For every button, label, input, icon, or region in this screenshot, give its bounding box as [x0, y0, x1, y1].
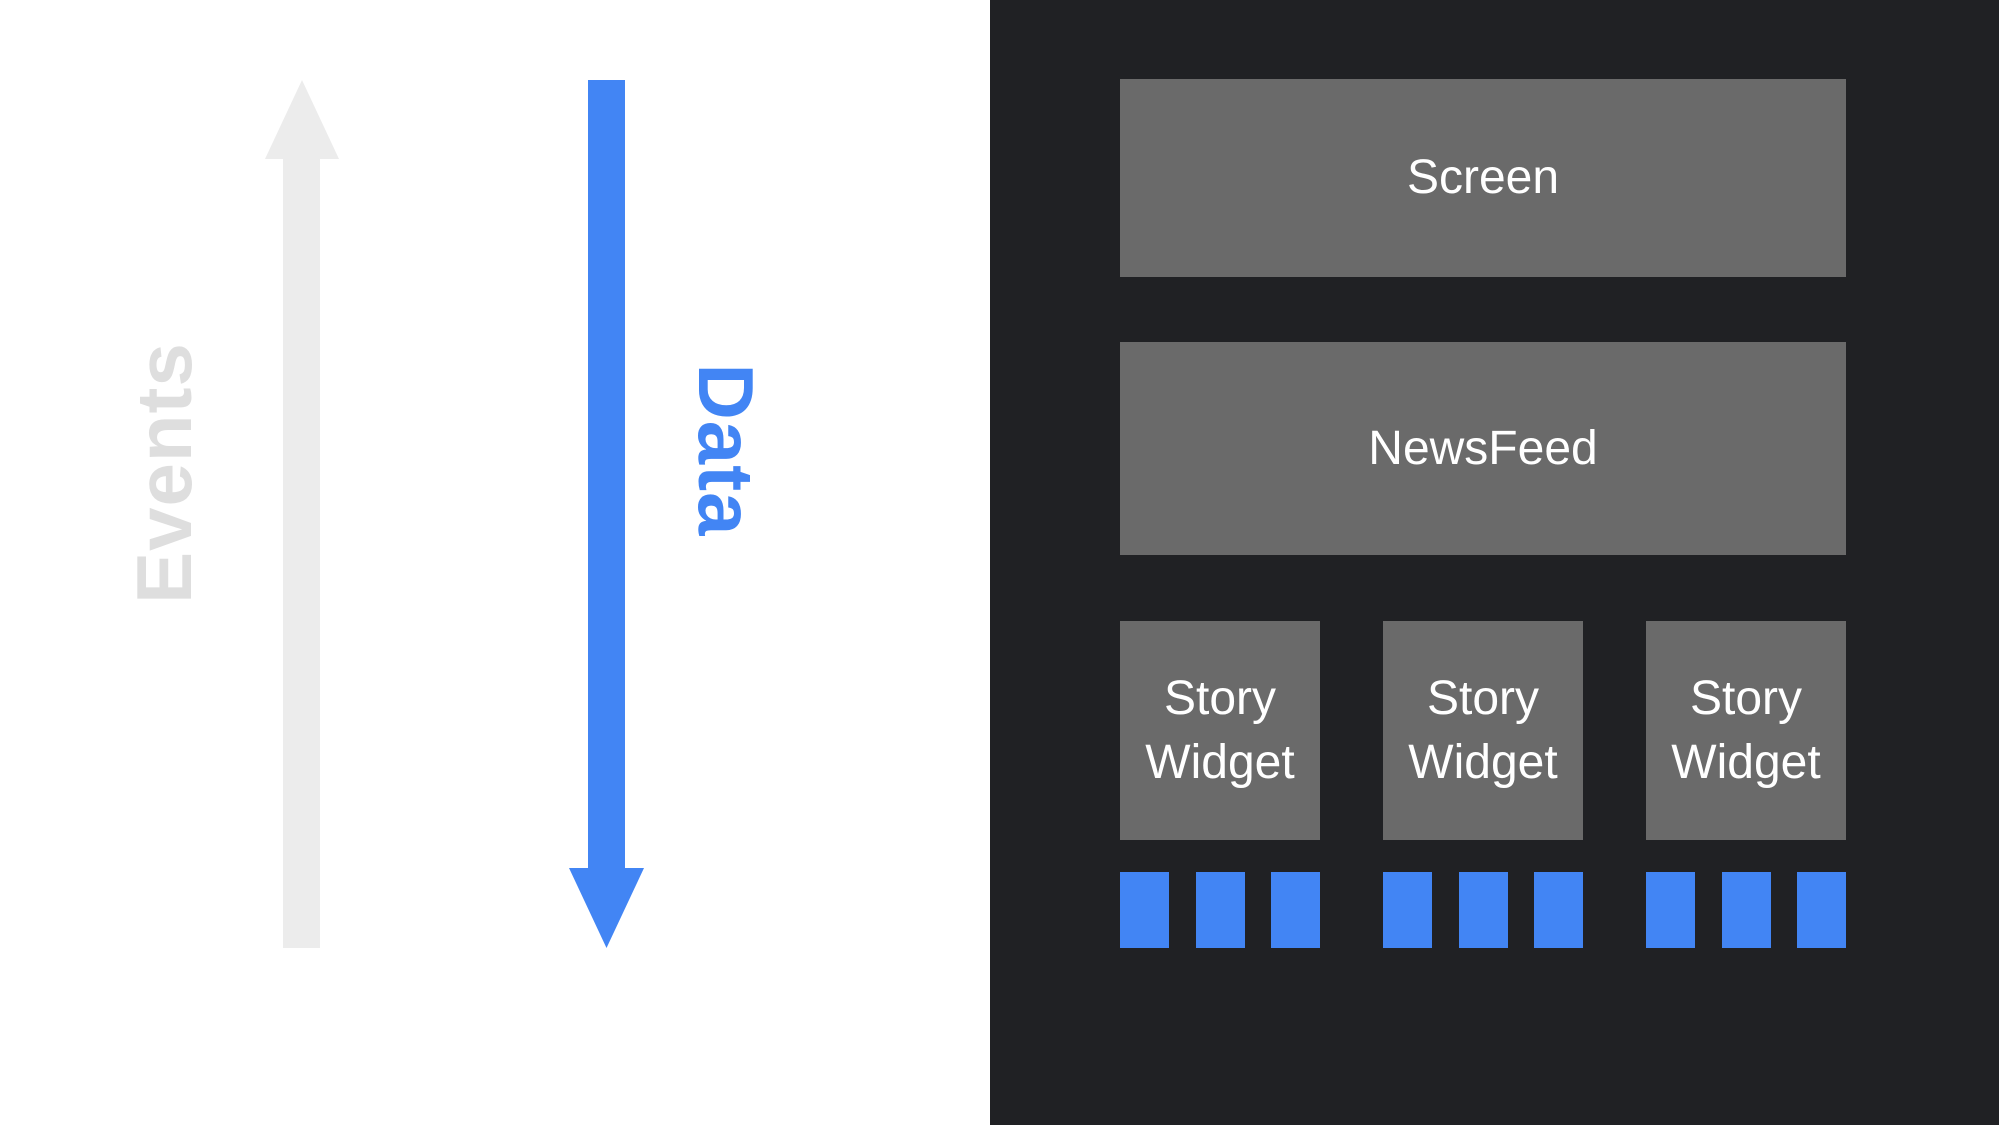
- data-block: [1271, 872, 1320, 948]
- story-widget-label: Story Widget: [1145, 671, 1295, 789]
- down-arrowhead-icon: [569, 868, 644, 948]
- up-arrowhead-icon: [265, 80, 339, 159]
- story-widget-blocks: [1120, 872, 1320, 948]
- newsfeed-box: NewsFeed: [1120, 342, 1846, 555]
- flow-panel: Events Data: [0, 0, 990, 1125]
- data-block: [1534, 872, 1583, 948]
- data-label: Data: [682, 363, 770, 537]
- story-item-blocks-row: [1120, 872, 1846, 948]
- story-widget-blocks: [1646, 872, 1846, 948]
- data-block: [1195, 872, 1245, 948]
- data-down-arrow: [569, 80, 644, 948]
- data-block: [1797, 872, 1846, 948]
- story-widget-box: Story Widget: [1646, 621, 1846, 840]
- data-block: [1383, 872, 1432, 948]
- story-widget-label: Story Widget: [1671, 671, 1821, 789]
- story-widget-row: Story Widget Story Widget Story Widget: [1120, 621, 1846, 840]
- data-block: [1646, 872, 1695, 948]
- story-widget-label: Story Widget: [1408, 671, 1558, 789]
- story-widget-box: Story Widget: [1383, 621, 1583, 840]
- data-block: [1458, 872, 1508, 948]
- screen-box: Screen: [1120, 79, 1846, 277]
- data-block: [1120, 872, 1169, 948]
- events-up-arrow: [265, 80, 339, 948]
- newsfeed-box-label: NewsFeed: [1368, 421, 1598, 475]
- events-label: Events: [120, 342, 208, 604]
- down-arrow-shaft: [588, 80, 625, 869]
- screen-box-label: Screen: [1406, 151, 1560, 205]
- story-widget-blocks: [1383, 872, 1583, 948]
- data-block: [1721, 872, 1771, 948]
- story-widget-box: Story Widget: [1120, 621, 1320, 840]
- widget-tree-panel: Screen NewsFeed Story Widget Story Widge…: [990, 0, 1999, 1125]
- up-arrow-shaft: [283, 158, 320, 948]
